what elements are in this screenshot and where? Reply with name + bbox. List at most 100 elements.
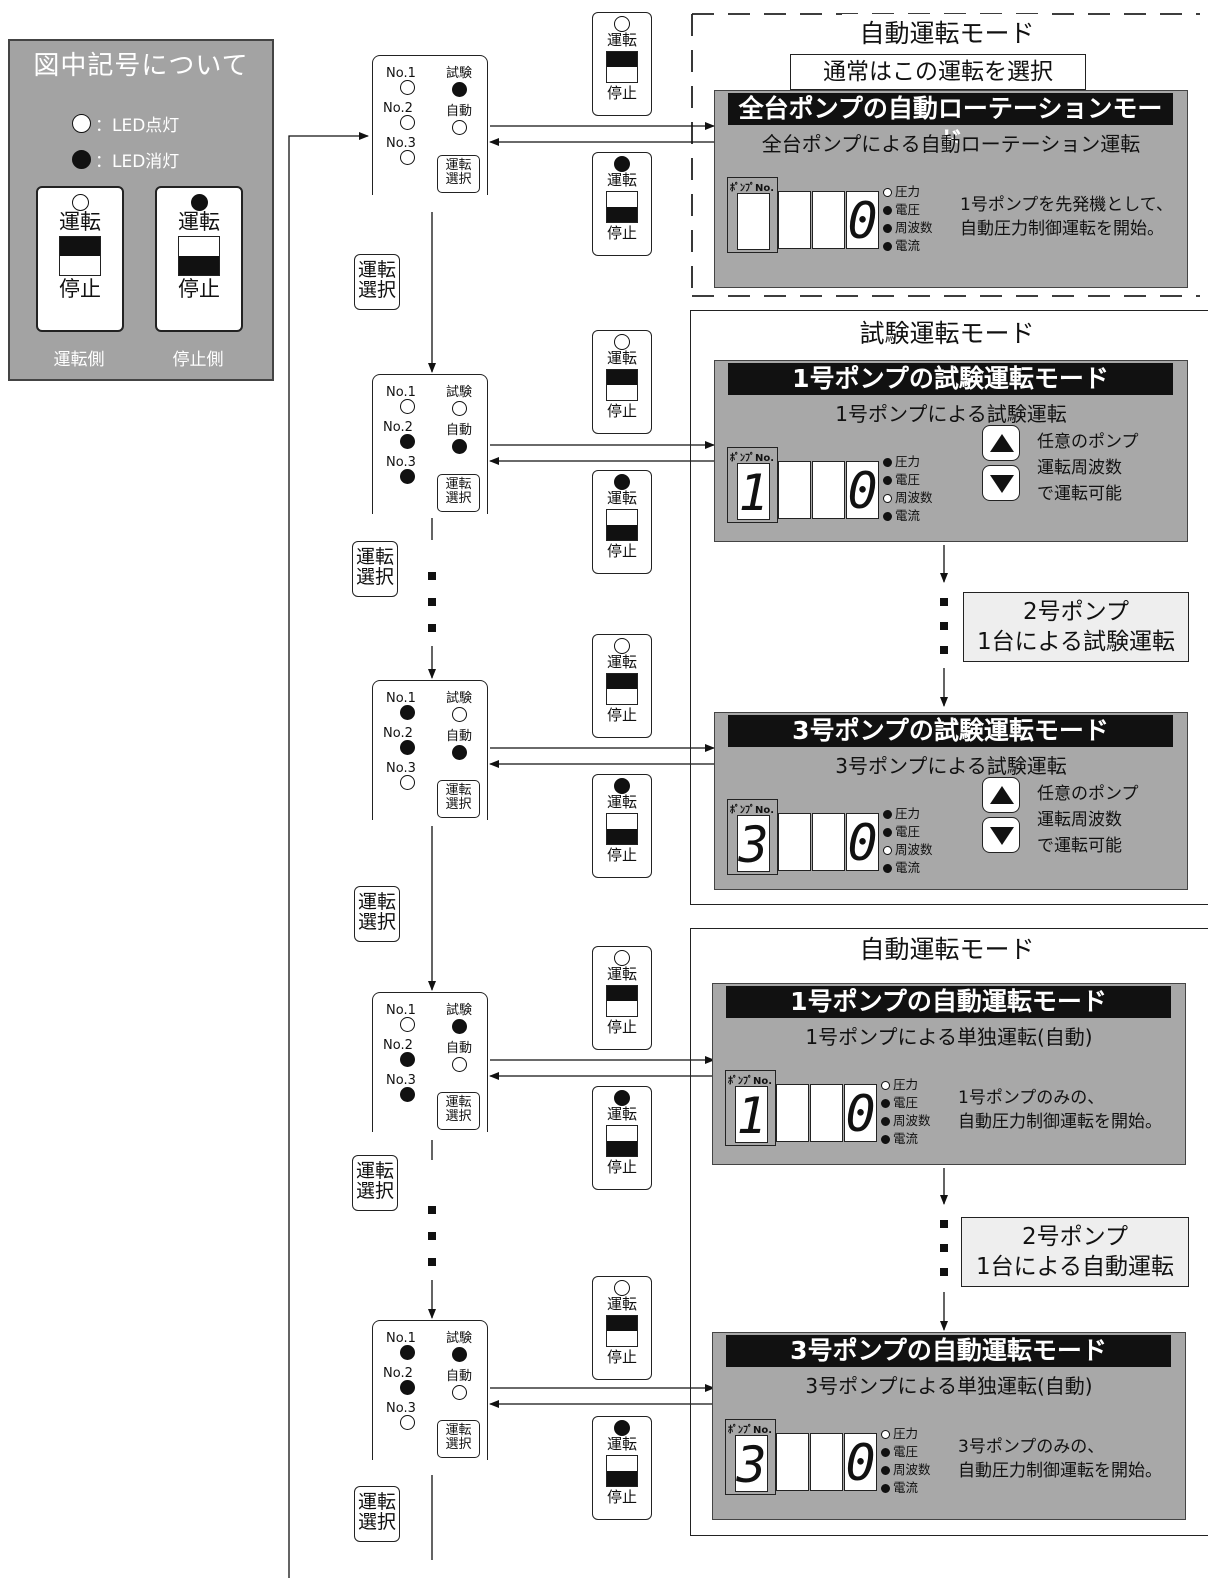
pressure-label: 圧力 <box>895 184 921 199</box>
auto-label: 自動 <box>446 104 473 119</box>
switch-run-label: 運転 <box>606 653 637 671</box>
switch-stop-label: 停止 <box>59 277 101 302</box>
auto-led-icon <box>452 745 467 760</box>
display-value: 0 <box>845 1085 876 1143</box>
voltage-label: 電圧 <box>895 202 921 217</box>
ellipsis-dot <box>428 598 436 606</box>
switch-run-side: 運転停止 <box>592 946 652 1050</box>
no2-label: No.2 <box>383 1366 413 1381</box>
led-off-icon <box>614 474 630 490</box>
display-value: 0 <box>847 462 878 520</box>
ellipsis-dot <box>940 622 948 630</box>
legend-switch-run-side: 運転 停止 <box>36 186 124 332</box>
seven-seg-digit-2 <box>776 1084 809 1142</box>
seven-seg-digit-4: 0 <box>846 461 879 519</box>
panel-title: 3号ポンプの自動運転モード <box>726 1335 1171 1367</box>
select-button[interactable]: 運転選択 <box>437 474 480 512</box>
up-arrow-icon <box>990 434 1014 452</box>
led-off-icon <box>614 1090 630 1106</box>
no1-label: No.1 <box>386 1003 416 1018</box>
no3-led-icon <box>400 469 415 484</box>
indicator-list: 圧力電圧周波数電流 <box>883 805 933 877</box>
frequency-label: 周波数 <box>895 220 933 235</box>
frequency-led-icon <box>883 846 892 855</box>
frequency-label: 周波数 <box>893 1462 931 1477</box>
no2-led-icon <box>400 434 415 449</box>
switch-bar <box>606 508 638 541</box>
seven-seg-digit-4: 0 <box>844 1084 877 1142</box>
auto-led-icon <box>452 1385 467 1400</box>
indicator-list: 圧力電圧周波数電流 <box>883 183 933 255</box>
led-off-icon <box>614 1420 630 1436</box>
switch-run-label: 運転 <box>606 489 637 507</box>
ellipsis-dot <box>428 572 436 580</box>
seven-seg-digit-1: ﾎﾟﾝﾌﾟNo. <box>727 177 778 253</box>
up-arrow-icon <box>990 786 1014 804</box>
switch-stop-side: 運転停止 <box>592 152 652 256</box>
frequency-led-icon <box>881 1117 890 1126</box>
select-button[interactable]: 運転選択 <box>354 886 400 942</box>
normal-selection-note: 通常はこの運転を選択 <box>790 54 1086 90</box>
switch-bar <box>606 812 638 845</box>
frequency-led-icon <box>881 1466 890 1475</box>
legend-stop-side-caption: 停止側 <box>172 350 224 370</box>
select-button[interactable]: 運転選択 <box>437 155 480 193</box>
select-button[interactable]: 運転選択 <box>354 1486 400 1542</box>
frequency-label: 周波数 <box>895 490 933 505</box>
select-button[interactable]: 運転選択 <box>437 780 480 818</box>
pressure-led-icon <box>883 458 892 467</box>
pressure-led-icon <box>883 188 892 197</box>
panel-description: 3号ポンプのみの、自動圧力制御運転を開始。 <box>958 1437 1162 1481</box>
no1-label: No.1 <box>386 385 416 400</box>
current-led-icon <box>883 242 892 251</box>
test-label: 試験 <box>446 385 473 400</box>
display-value: 0 <box>847 192 878 250</box>
down-button[interactable] <box>982 817 1020 853</box>
voltage-led-icon <box>881 1099 890 1108</box>
select-button[interactable]: 運転選択 <box>437 1420 480 1458</box>
seven-seg-digit-3 <box>810 1084 843 1142</box>
test-label: 試験 <box>446 1003 473 1018</box>
panel-subtitle: 3号ポンプによる試験運転 <box>835 754 1067 778</box>
switch-stop-side: 運転停止 <box>592 1086 652 1190</box>
switch-stop-label: 停止 <box>606 83 637 102</box>
switch-stop-label: 停止 <box>606 401 637 420</box>
panel-title: 3号ポンプの試験運転モード <box>728 715 1173 747</box>
led-on-icon <box>614 950 630 966</box>
select-button[interactable]: 運転選択 <box>352 1155 398 1211</box>
up-button[interactable] <box>982 425 1020 461</box>
no1-led-icon <box>400 705 415 720</box>
frequency-led-icon <box>883 494 892 503</box>
test-led-icon <box>452 82 467 97</box>
switch-run-label: 運転 <box>606 1435 637 1453</box>
switch-run-side: 運転停止 <box>592 12 652 116</box>
select-button[interactable]: 運転選択 <box>354 254 400 310</box>
panel-title: 1号ポンプの試験運転モード <box>728 363 1173 395</box>
voltage-label: 電圧 <box>895 472 921 487</box>
pump-no-label: ﾎﾟﾝﾌﾟNo. <box>730 183 775 194</box>
down-button[interactable] <box>982 465 1020 501</box>
select-button[interactable]: 運転選択 <box>352 541 398 597</box>
frequency-label: 周波数 <box>893 1113 931 1128</box>
switch-run-label: 運転 <box>59 210 101 234</box>
current-label: 電流 <box>895 860 921 875</box>
up-button[interactable] <box>982 777 1020 813</box>
no3-label: No.3 <box>386 136 416 151</box>
no2-led-icon <box>400 1380 415 1395</box>
no3-label: No.3 <box>386 1073 416 1088</box>
pump-no-label: ﾎﾟﾝﾌﾟNo. <box>728 1076 773 1087</box>
frequency-label: 周波数 <box>895 842 933 857</box>
select-button[interactable]: 運転選択 <box>437 1092 480 1130</box>
switch-stop-side: 運転停止 <box>592 470 652 574</box>
voltage-led-icon <box>881 1448 890 1457</box>
display-value: 0 <box>845 1434 876 1492</box>
led-on-icon <box>614 334 630 350</box>
no2-led-icon <box>400 1052 415 1067</box>
pressure-led-icon <box>881 1081 890 1090</box>
seven-seg-digit-1: ﾎﾟﾝﾌﾟNo.3 <box>725 1419 776 1495</box>
panel-description: 任意のポンプ運転周波数で運転可能 <box>1037 784 1139 856</box>
led-off-icon <box>614 778 630 794</box>
